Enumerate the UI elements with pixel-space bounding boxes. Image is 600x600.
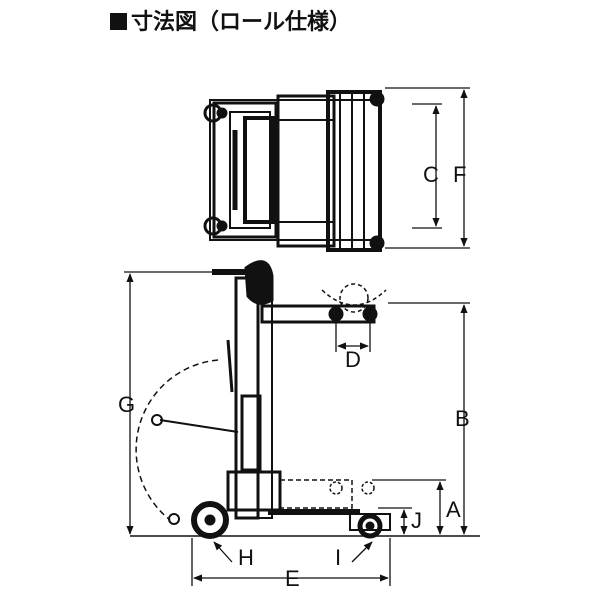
label-d: D [345, 347, 361, 372]
dim-f-line [385, 87, 470, 249]
label-h: H [238, 545, 254, 570]
dim-g-line [124, 271, 214, 535]
label-g: G [118, 392, 135, 417]
dim-j-line [378, 507, 412, 535]
dim-c-line [412, 103, 442, 229]
dim-a-line [372, 479, 446, 535]
dim-h-line [213, 541, 233, 563]
dim-i-line [351, 541, 373, 563]
label-j: J [411, 508, 422, 533]
diagram-title-text: 寸法図（ロール仕様） [131, 10, 352, 35]
dim-b-line [388, 302, 470, 535]
label-i: I [335, 545, 341, 570]
dim-d-line [335, 322, 371, 352]
label-f: F [453, 162, 466, 187]
side-view [135, 260, 391, 539]
label-e: E [285, 566, 300, 591]
label-c: C [423, 162, 439, 187]
label-b: B [455, 406, 470, 431]
title-square-icon [110, 13, 127, 30]
dim-e-line [191, 538, 391, 586]
label-a: A [446, 497, 461, 522]
top-view [203, 90, 385, 252]
diagram-title: 寸法図（ロール仕様） [110, 4, 351, 36]
